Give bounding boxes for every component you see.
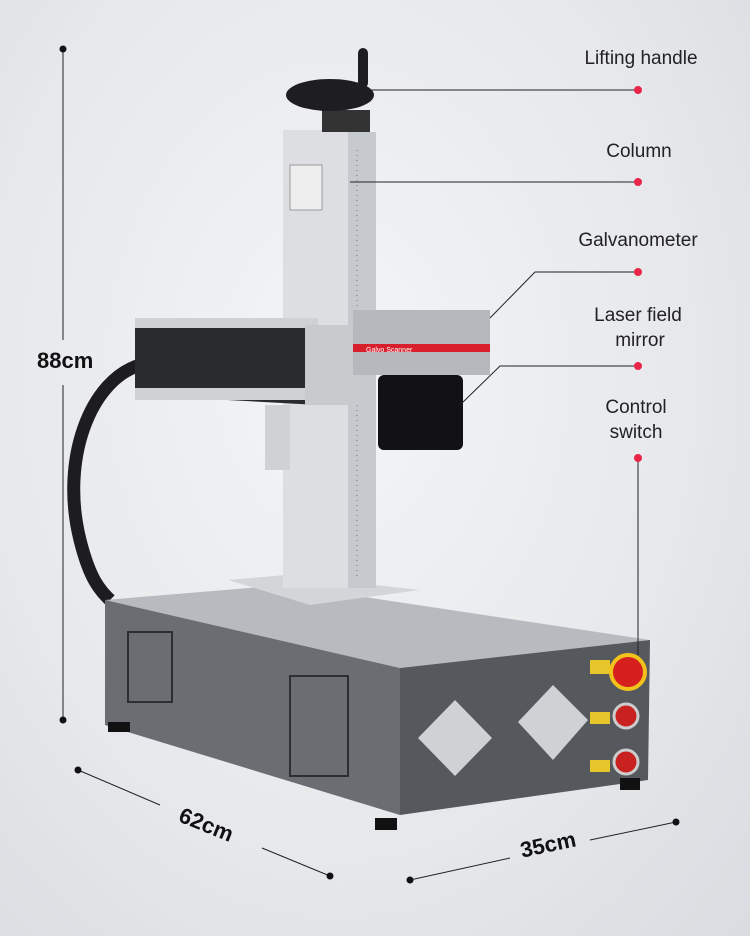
- callout-dots: [634, 86, 642, 462]
- head-brand: Galvo Scanner: [366, 347, 413, 354]
- front-vent-left: [418, 700, 492, 776]
- switch-label: [590, 760, 610, 772]
- callout-galvanometer: Galvanometer: [578, 230, 698, 251]
- callout-laser-field-mirror-2: mirror: [615, 330, 665, 351]
- callout-column: Column: [606, 141, 672, 162]
- handle-grip[interactable]: [358, 48, 368, 88]
- callout-lines: [62, 49, 677, 881]
- switch-label: [590, 660, 610, 674]
- front-vent-right: [518, 685, 588, 760]
- fiber-cable: [67, 358, 143, 605]
- galvanometer-head: [353, 310, 490, 375]
- arm-bracket: [305, 325, 360, 405]
- field-lens: [378, 375, 463, 450]
- handle-hub: [322, 110, 370, 132]
- foot: [375, 818, 397, 830]
- height-dimension: 88cm: [37, 348, 94, 373]
- side-vents: [127, 631, 349, 777]
- base-left-side: [105, 600, 400, 815]
- emergency-stop-button[interactable]: [609, 653, 647, 691]
- foot: [108, 722, 130, 732]
- column-label-plate: [289, 164, 323, 211]
- switch-label: [590, 712, 610, 724]
- base-top-plate: [105, 585, 650, 668]
- power-switch[interactable]: [612, 702, 640, 730]
- foot: [620, 778, 640, 790]
- laser-switch[interactable]: [612, 748, 640, 776]
- column-base-plate: [228, 575, 420, 605]
- head-stripe: [353, 344, 490, 352]
- callout-control-switch-2: switch: [609, 422, 663, 443]
- laser-source-arm: [135, 320, 318, 405]
- callout-lifting-handle: Lifting handle: [584, 48, 698, 69]
- lifting-handle[interactable]: [286, 79, 374, 111]
- callout-laser-field-mirror-1: Laser field: [594, 305, 682, 326]
- callout-control-switch-1: Control: [605, 397, 667, 418]
